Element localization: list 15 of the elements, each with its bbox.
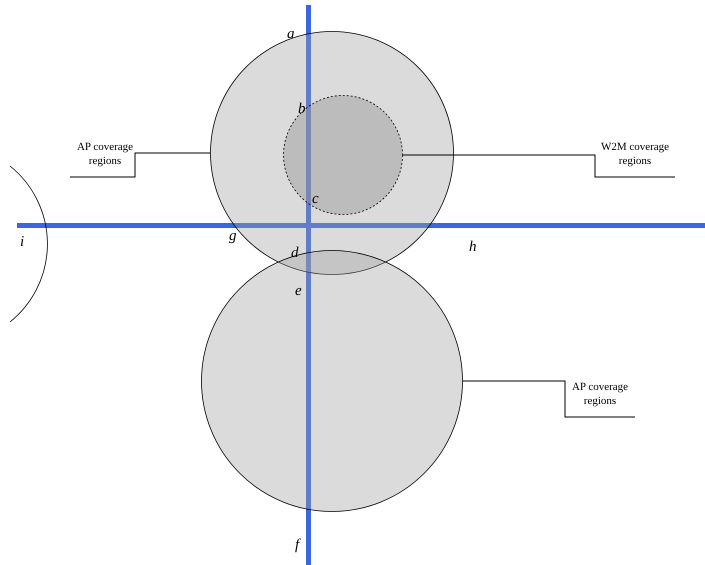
leader-line: [402, 154, 676, 178]
callout-text: AP coverage regions: [60, 140, 150, 172]
point-label: g: [229, 229, 236, 244]
callout-text: AP coverage regions: [555, 380, 645, 412]
point-label: f: [295, 538, 300, 553]
leader-line: [70, 152, 210, 178]
point-label: e: [295, 284, 302, 299]
callout-text: W2M coverage regions: [585, 140, 685, 172]
point-label: h: [469, 240, 476, 255]
leader-line: [462, 380, 636, 418]
point-label: a: [287, 27, 294, 42]
coverage-circle: [283, 95, 403, 215]
point-label: c: [312, 192, 319, 207]
point-label: b: [298, 102, 306, 117]
point-label: i: [20, 235, 24, 250]
